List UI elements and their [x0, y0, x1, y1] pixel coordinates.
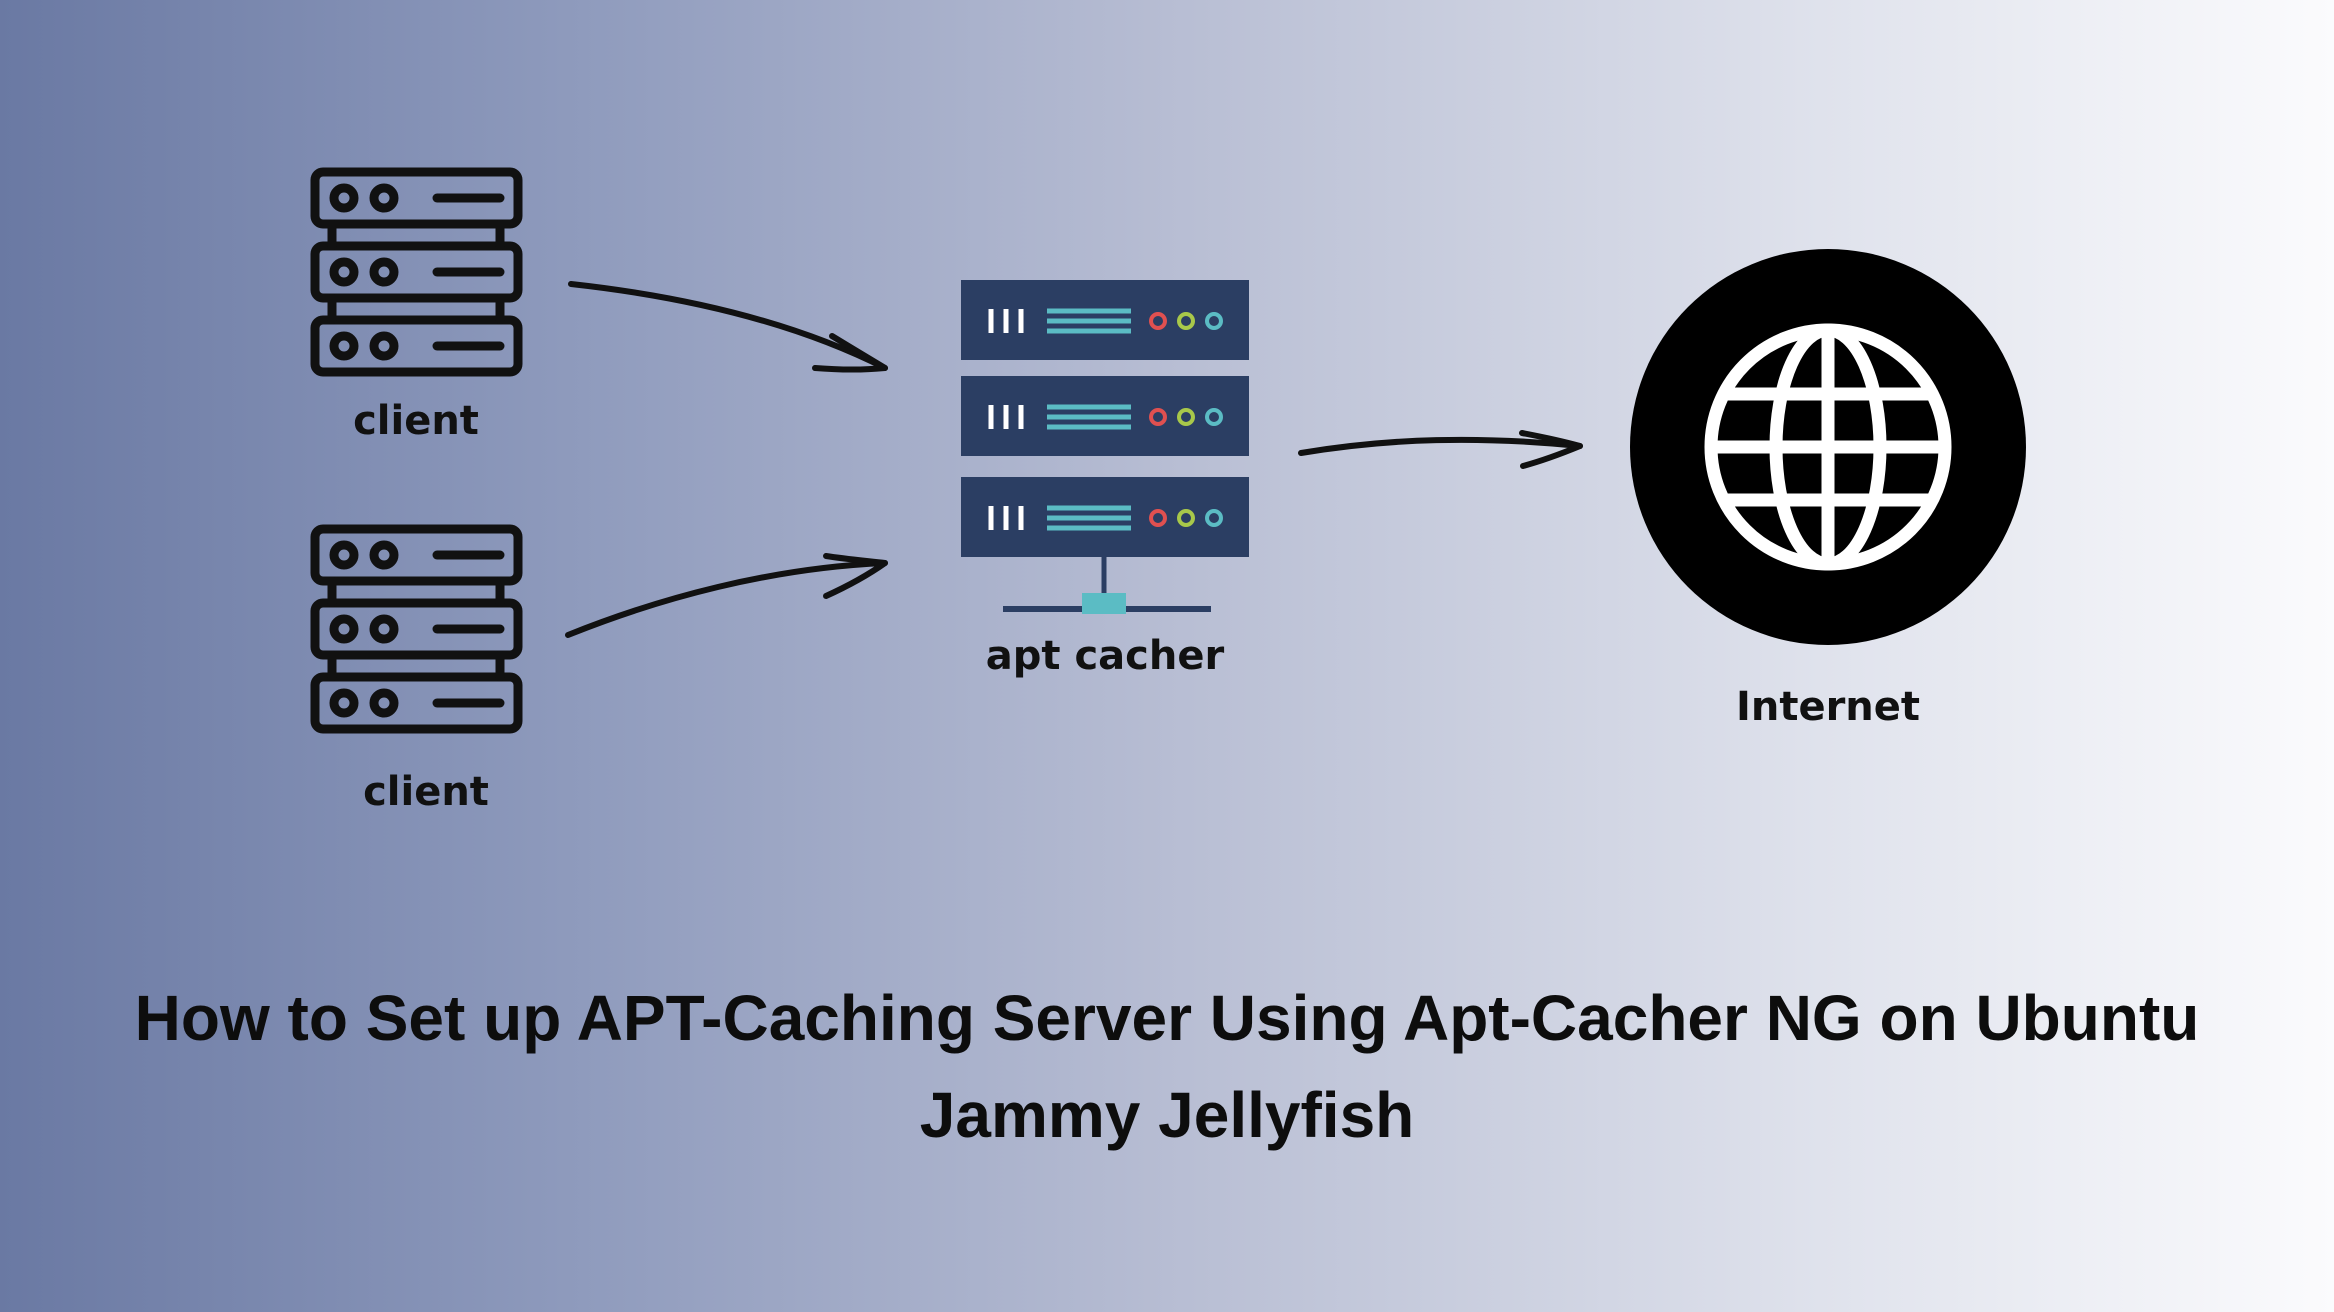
- edge-apt-cacher-to-internet: [1298, 430, 1583, 469]
- node-label-client-top: client: [353, 398, 479, 444]
- globe-icon: [1630, 249, 2026, 645]
- edge-client-bottom-to-apt-cacher: [565, 553, 888, 638]
- client-top-icon: [310, 167, 523, 377]
- node-label-apt-cacher: apt cacher: [985, 633, 1225, 679]
- node-label-client-bottom: client: [363, 769, 489, 815]
- client-bottom-icon: [310, 524, 523, 734]
- apt-cacher-icon: [961, 280, 1249, 614]
- server-unit-1: [961, 280, 1249, 360]
- edge-client-top-to-apt-cacher: [568, 281, 888, 373]
- title-line-1: How to Set up APT-Caching Server Using A…: [134, 982, 2200, 1054]
- server-unit-3: [961, 477, 1249, 557]
- server-unit-2: [961, 376, 1249, 456]
- title-line-2: Jammy Jellyfish: [919, 1079, 1415, 1151]
- page-title: How to Set up APT-Caching Server Using A…: [117, 970, 2217, 1164]
- node-label-internet: Internet: [1735, 684, 1921, 730]
